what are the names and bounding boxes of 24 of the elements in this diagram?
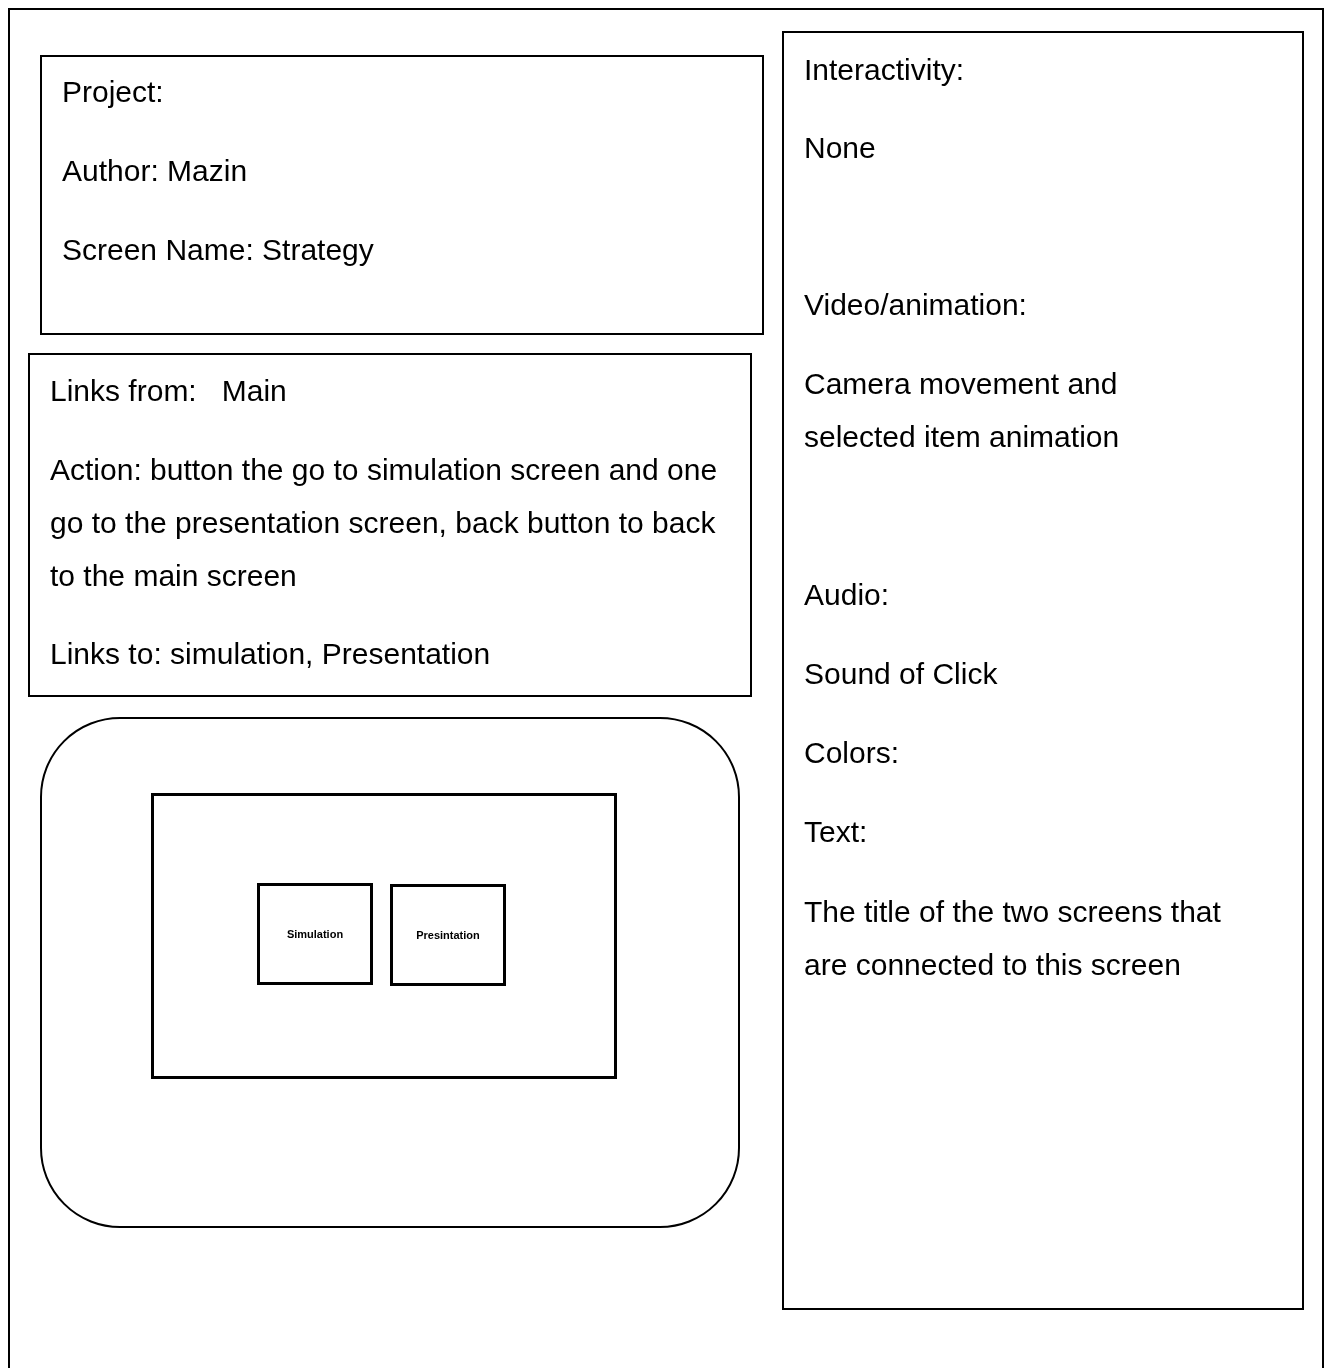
field-text: Links from: Main [50,373,288,409]
note-text: Sound of Click [804,656,999,692]
info-panel [40,55,764,335]
field-text: Project: [62,74,165,110]
note-text: Audio: [804,577,891,613]
note-text: Author: Mazin [62,153,249,189]
note-text: Action: button the go to simulation screen and one go to the presentation screen, back button to back to the main screen [50,452,719,594]
links-panel [28,353,752,697]
note-text: Interactivity: [804,52,966,88]
note-text: Camera movement and selected item animation [804,366,1121,455]
button-label: Simulation [286,928,344,940]
notes-panel [782,31,1304,1310]
field-text: Links to: simulation, Presentation [50,636,492,672]
note-text: The title of the two screens that are connected to this screen [804,894,1222,983]
note-text: None [804,130,877,166]
note-text: Text: [804,814,869,850]
field-text: Screen Name: Strategy [62,232,375,268]
device-outline [40,717,740,1228]
presentation-button [390,884,506,986]
simulation-button [257,883,373,985]
button-label: Presintation [416,929,480,941]
note-text: Colors: [804,735,901,771]
screen-frame [151,793,617,1079]
note-text: Video/animation: [804,287,1028,323]
